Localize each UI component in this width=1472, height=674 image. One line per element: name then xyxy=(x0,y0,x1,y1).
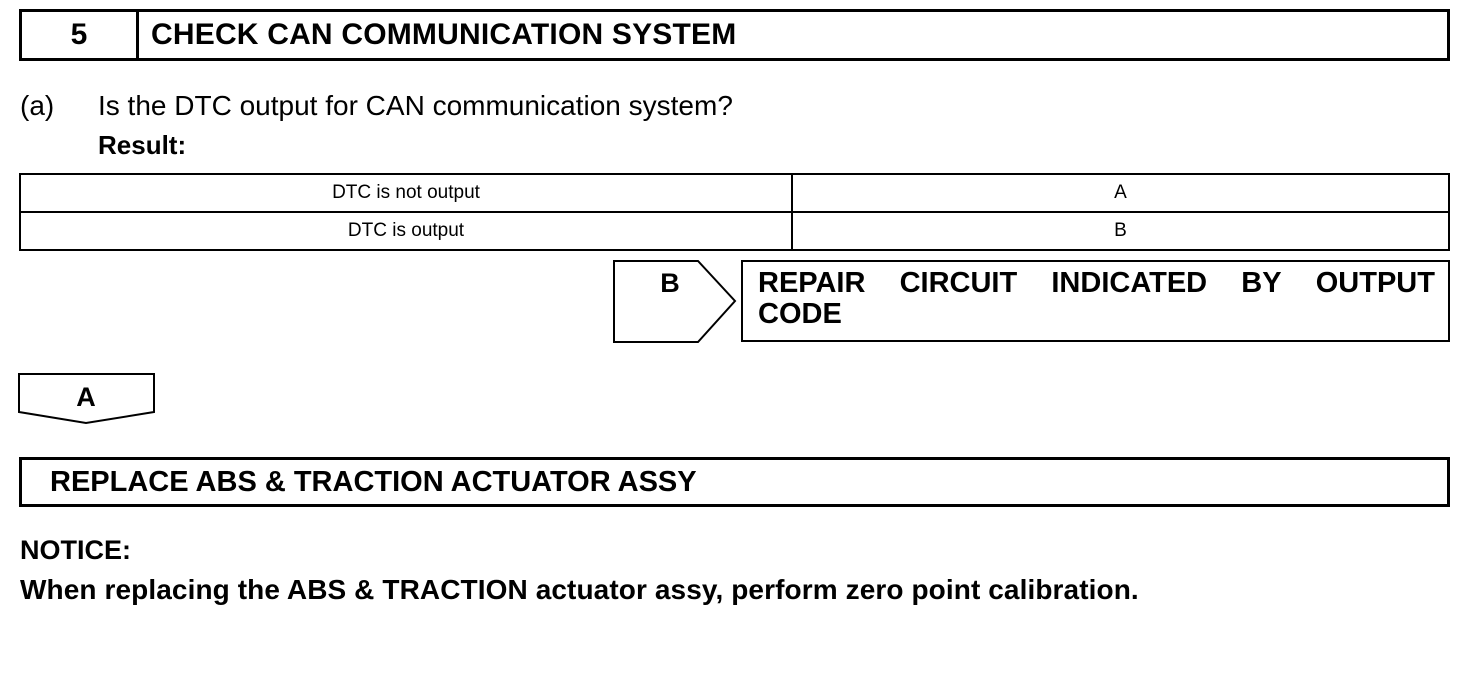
table-cell-condition: DTC is not output xyxy=(19,173,793,213)
branch-b-label: B xyxy=(660,268,680,298)
table-cell-condition: DTC is output xyxy=(19,211,793,251)
branch-b-arrow-icon xyxy=(613,260,737,343)
step-number: 5 xyxy=(22,12,139,58)
table-cell-result: A xyxy=(791,173,1450,213)
question-label: (a) xyxy=(20,90,55,121)
repair-action-word: CIRCUIT xyxy=(899,267,1018,299)
repair-action-word: BY xyxy=(1241,267,1282,299)
table-row: DTC is not output A xyxy=(19,173,1450,213)
result-label: Result: xyxy=(98,130,187,160)
branch-a-arrow-icon xyxy=(18,373,155,425)
result-table: DTC is not output A DTC is output B xyxy=(19,173,1450,251)
repair-action-word: OUTPUT xyxy=(1315,267,1435,299)
branch-a-label: A xyxy=(76,382,96,412)
table-row: DTC is output B xyxy=(19,211,1450,251)
repair-action-line2: CODE xyxy=(758,298,842,330)
repair-action-line1: REPAIR CIRCUIT INDICATED BY OUTPUT xyxy=(758,268,1435,299)
replace-step-box: REPLACE ABS & TRACTION ACTUATOR ASSY xyxy=(19,457,1450,507)
notice-text: When replacing the ABS & TRACTION actuat… xyxy=(20,574,1139,605)
repair-action-word: INDICATED xyxy=(1051,267,1208,299)
step-title: CHECK CAN COMMUNICATION SYSTEM xyxy=(151,18,737,51)
repair-action-word: REPAIR xyxy=(758,267,866,299)
notice-title: NOTICE: xyxy=(20,535,131,565)
table-cell-result: B xyxy=(791,211,1450,251)
step-header: 5 CHECK CAN COMMUNICATION SYSTEM xyxy=(19,9,1450,61)
question-text: Is the DTC output for CAN communication … xyxy=(98,90,733,121)
repair-action-box: REPAIR CIRCUIT INDICATED BY OUTPUT CODE xyxy=(741,260,1450,342)
